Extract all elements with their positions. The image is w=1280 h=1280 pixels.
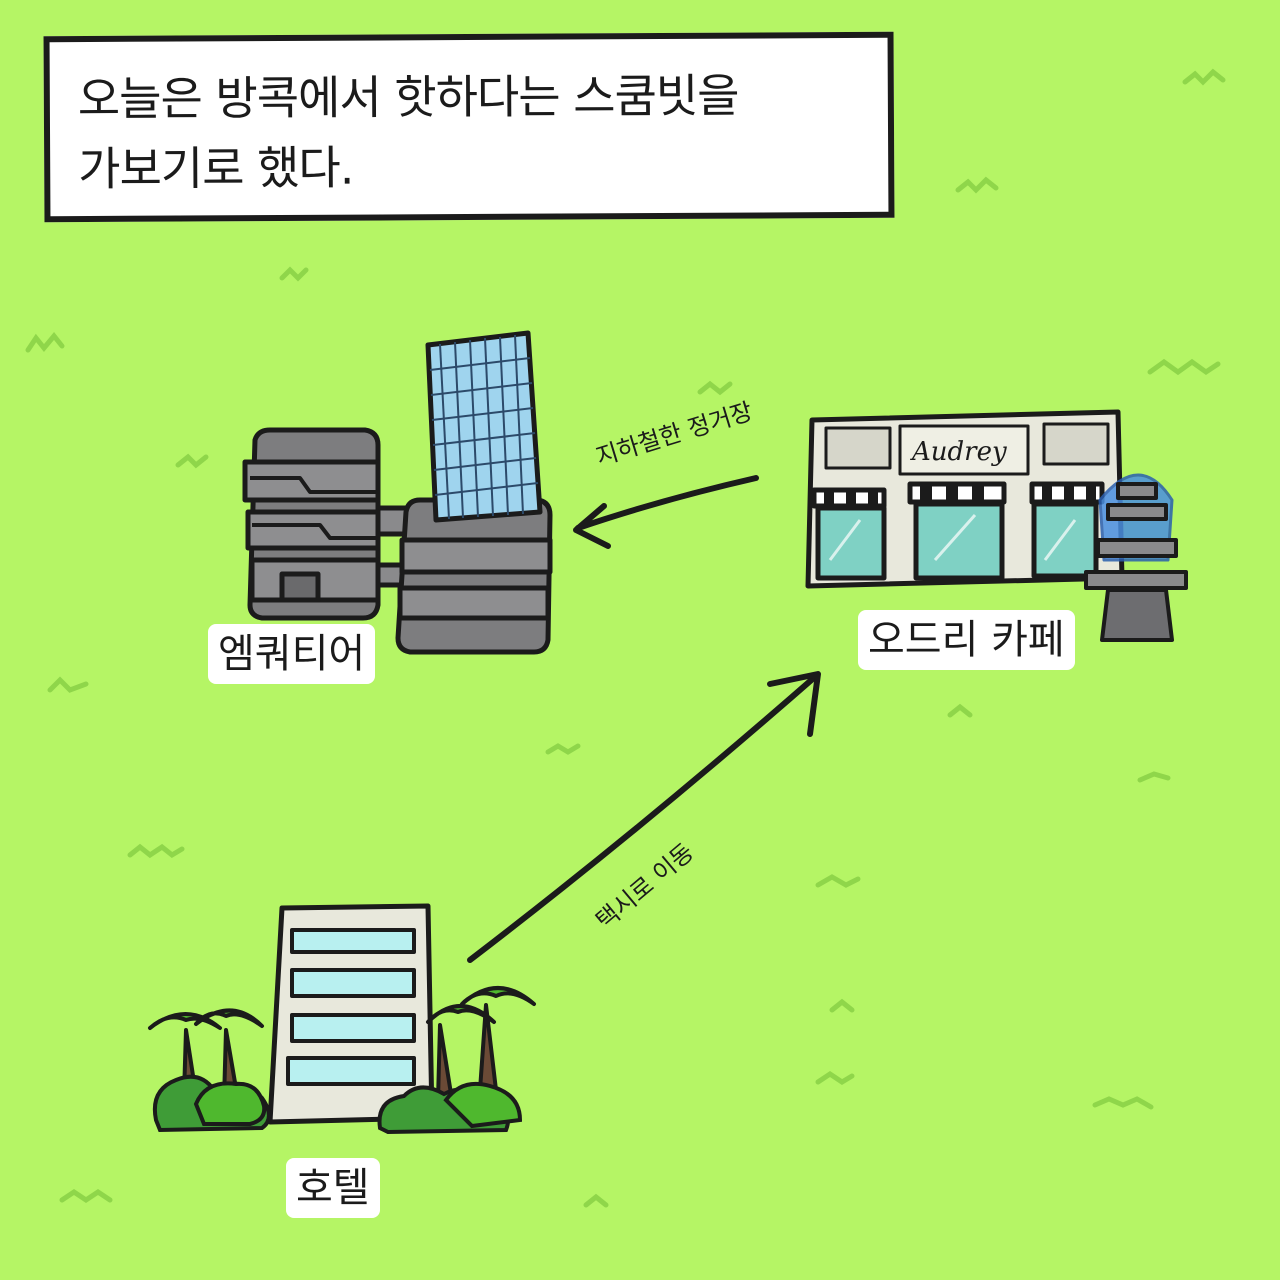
glass-tower-grid [429,334,539,520]
grass-tufts [25,68,1226,1208]
hotel-building-illustration [267,903,435,1125]
route-arrows [467,475,821,963]
awning-stripes [824,484,1096,506]
fountain-illustration [1084,473,1188,642]
caption-line-2: 가보기로 했다. [78,140,354,197]
emquartier-building-illustration [242,330,553,655]
bushes [153,1074,523,1135]
skytrain-arrow [575,475,759,531]
cafe-sign: Audrey [910,437,1007,467]
window-shine [828,514,1077,561]
label-audrey-cafe: 오드리 카페 [858,610,1075,670]
caption-line-1: 오늘은 방콕에서 핫하다는 스쿰빗을 [77,68,739,127]
label-hotel: 호텔 [286,1158,380,1218]
caption-box: 오늘은 방콕에서 핫하다는 스쿰빗을 가보기로 했다. [43,31,895,223]
caption-text: 오늘은 방콕에서 핫하다는 스쿰빗을 가보기로 했다. [78,60,879,204]
taxi-arrow [467,673,819,963]
label-emquartier: 엠쿼티어 [208,624,376,684]
